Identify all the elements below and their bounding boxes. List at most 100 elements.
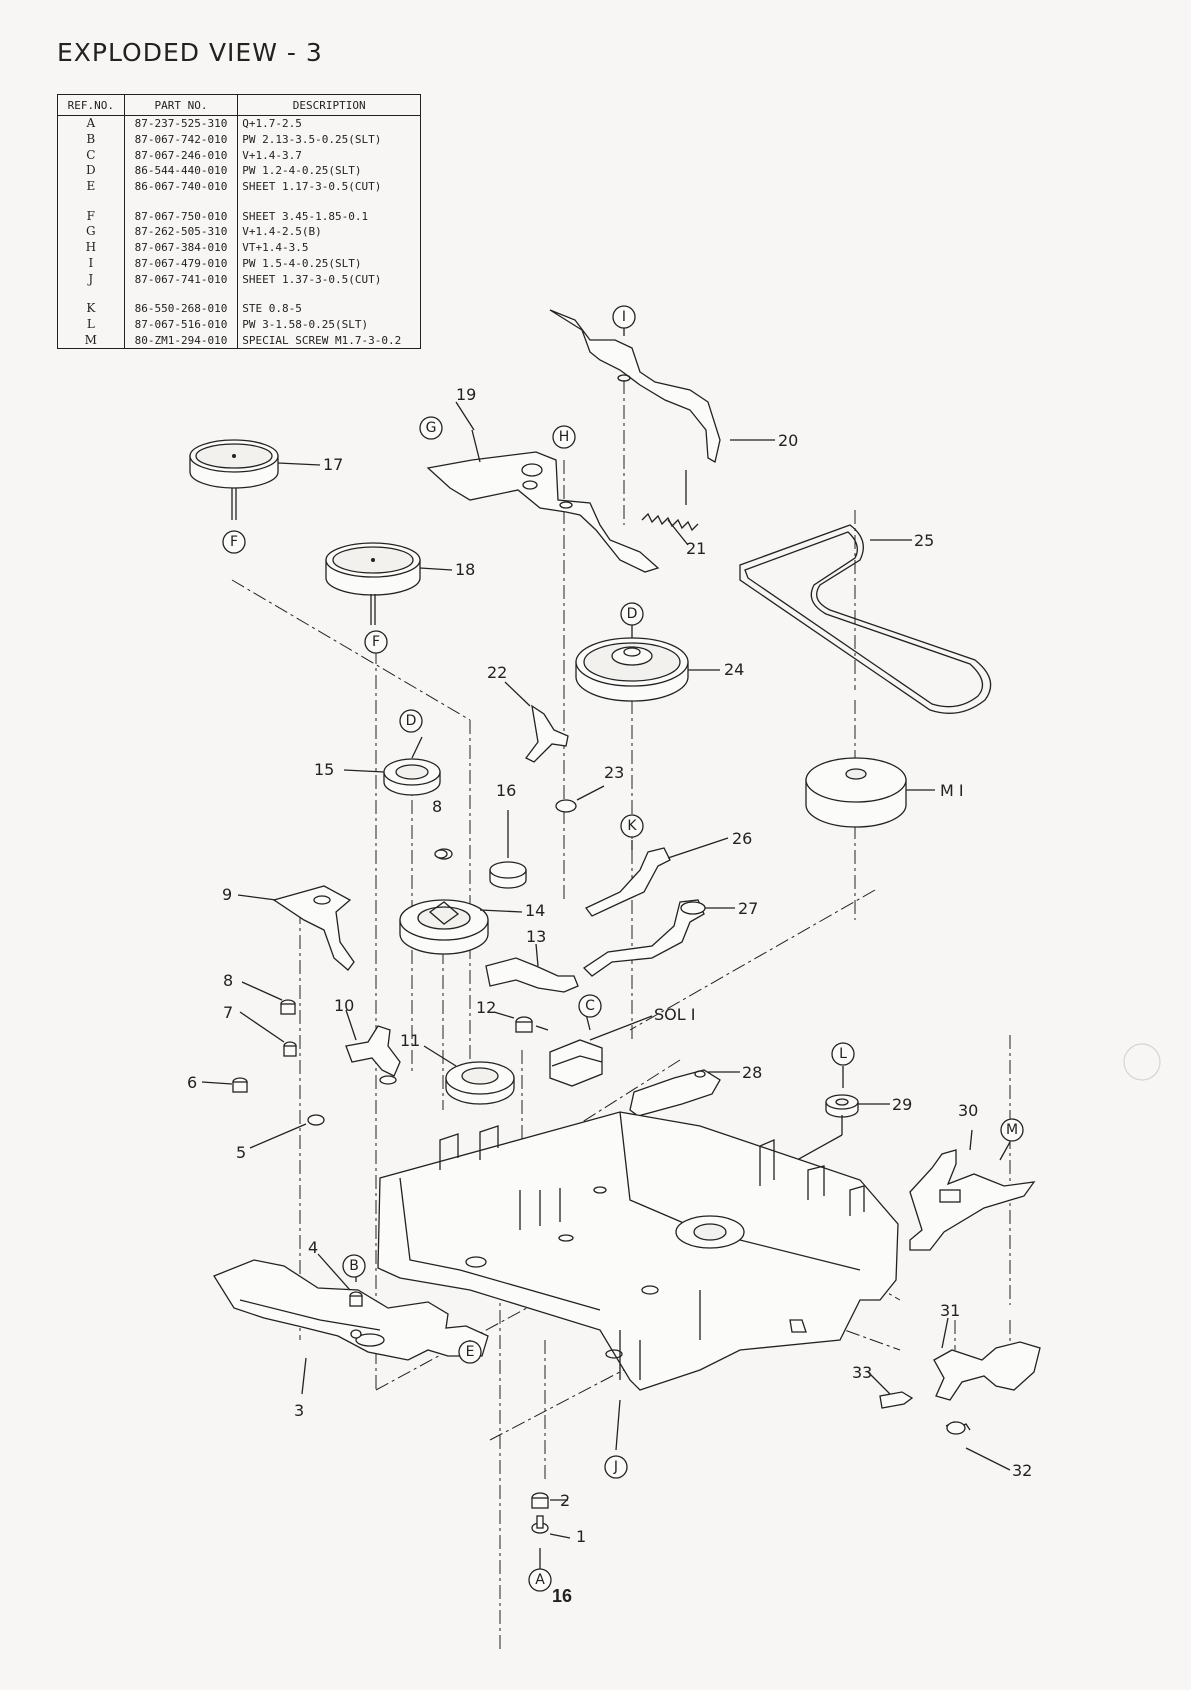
part-cell: 87-067-750-010 <box>123 208 238 225</box>
ref-cell: J <box>88 271 94 286</box>
callout-16: 16 <box>496 781 516 800</box>
svg-text:A: A <box>535 1572 545 1588</box>
part-9-lever <box>237 885 355 971</box>
part-19-bracket <box>426 429 660 573</box>
callout-20: 20 <box>778 431 798 450</box>
page-number: 16 <box>552 1586 573 1606</box>
part-28-plate <box>629 1069 740 1117</box>
header-description: DESCRIPTION <box>237 94 421 116</box>
callout-24: 24 <box>724 660 744 679</box>
part-30-bracket <box>909 1129 1036 1251</box>
letter-callout-f-lower: F <box>364 630 388 654</box>
desc-cell: PW 3-1.58-0.25(SLT) <box>237 316 421 333</box>
desc-cell: PW 1.5-4-0.25(SLT) <box>237 255 421 272</box>
desc-cell: SHEET 1.17-3-0.5(CUT) <box>237 178 421 195</box>
callout-31: 31 <box>940 1301 960 1320</box>
callout-4: 4 <box>308 1238 318 1257</box>
svg-text:D: D <box>406 713 417 729</box>
parts-5-to-8-spacers <box>201 849 448 1149</box>
header-ref-no: REF.NO. <box>57 94 125 116</box>
part-cell: 87-067-479-010 <box>123 255 238 272</box>
part-10-arm <box>345 1009 401 1085</box>
letter-callout-i: I <box>612 305 636 329</box>
part-cell: 87-067-742-010 <box>123 131 238 148</box>
part-cell: 87-067-246-010 <box>123 147 238 164</box>
part-cell: 87-067-384-010 <box>123 239 238 256</box>
callout-11: 11 <box>400 1031 420 1050</box>
svg-text:F: F <box>230 534 238 550</box>
ref-cell: C <box>86 147 96 162</box>
callout-7: 7 <box>223 1003 233 1022</box>
table-spacer <box>58 194 421 209</box>
letter-callout-h: H <box>552 425 576 449</box>
letter-callouts: A B C D D E F F G H I J K L M <box>222 305 1024 1592</box>
part-cell: 86-544-440-010 <box>123 163 238 179</box>
part-22-23-arm <box>504 681 605 813</box>
ref-cell: K <box>86 301 96 316</box>
svg-text:I: I <box>622 309 626 325</box>
parts-1-2-screws <box>531 1492 571 1539</box>
callout-32: 32 <box>1012 1461 1032 1480</box>
callout-5: 5 <box>236 1143 246 1162</box>
ref-cell: G <box>86 224 96 239</box>
binder-hole <box>1123 1043 1161 1081</box>
ref-cell: L <box>86 316 95 331</box>
part-18-reel-table <box>325 542 453 625</box>
svg-text:E: E <box>466 1344 475 1360</box>
letter-callout-f-upper: F <box>222 530 246 554</box>
callout-22: 22 <box>487 663 507 682</box>
letter-callout-d-upper: D <box>620 602 644 626</box>
svg-text:C: C <box>585 998 595 1014</box>
part-24-gear <box>575 637 720 702</box>
callout-25: 25 <box>914 531 934 550</box>
letter-callout-k: K <box>620 814 644 838</box>
callout-18: 18 <box>455 560 475 579</box>
desc-cell: PW 2.13-3.5-0.25(SLT) <box>237 131 421 148</box>
part-m1-motor <box>805 757 935 828</box>
part-cell: 86-067-740-010 <box>123 178 238 195</box>
callout-26: 26 <box>732 829 752 848</box>
desc-cell: STE 0.8-5 <box>237 300 421 317</box>
desc-cell: Q+1.7-2.5 <box>237 115 421 132</box>
desc-cell: SPECIAL SCREW M1.7-3-0.2 <box>237 332 421 349</box>
page-title: EXPLODED VIEW - 3 <box>57 38 323 67</box>
callout-21: 21 <box>686 539 706 558</box>
callout-12: 12 <box>476 998 496 1017</box>
desc-cell: VT+1.4-3.5 <box>237 239 421 256</box>
part-12-spacer <box>493 1011 549 1033</box>
svg-text:B: B <box>349 1258 359 1274</box>
letter-callout-e: E <box>458 1340 482 1364</box>
callout-6: 6 <box>187 1073 197 1092</box>
letter-callout-b: B <box>342 1254 366 1278</box>
part-15-pulley <box>343 758 441 796</box>
parts-32-33 <box>867 1371 1011 1471</box>
part-25-belt <box>739 524 992 714</box>
callout-17: 17 <box>323 455 343 474</box>
part-13-lever <box>485 943 579 993</box>
callout-10: 10 <box>334 996 354 1015</box>
ref-cell: D <box>86 163 96 178</box>
callout-27: 27 <box>738 899 758 918</box>
ref-cell: E <box>86 179 96 194</box>
svg-text:K: K <box>627 818 637 834</box>
svg-text:L: L <box>839 1046 847 1062</box>
part-11-gear <box>423 1045 515 1105</box>
table-header-row: REF.NO. PART NO. DESCRIPTION <box>57 94 421 116</box>
part-cell: 80-ZM1-294-010 <box>123 332 238 349</box>
part-cell: 86-550-268-010 <box>123 300 238 317</box>
svg-text:F: F <box>372 634 380 650</box>
letter-callout-d-lower: D <box>399 709 423 733</box>
callout-13: 13 <box>526 927 546 946</box>
ref-cell: I <box>88 255 94 270</box>
part-cell: 87-262-505-310 <box>123 224 238 240</box>
callout-14: 14 <box>525 901 545 920</box>
ref-cell: M <box>84 332 97 347</box>
part-31-lever <box>933 1317 1041 1401</box>
callout-8-upper: 8 <box>432 797 442 816</box>
